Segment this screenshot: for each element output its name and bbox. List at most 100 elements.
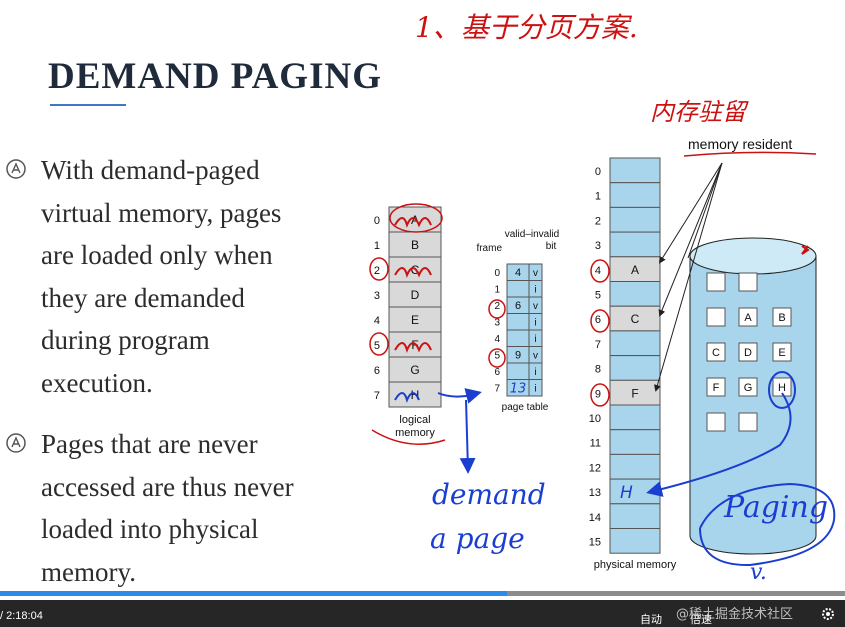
red-scribble bbox=[394, 217, 432, 228]
disk-page-cell bbox=[738, 377, 758, 397]
logical-page-index: 5 bbox=[374, 340, 380, 352]
page-table-frame-cell bbox=[506, 362, 530, 380]
physical-frame-cell bbox=[609, 404, 661, 431]
physical-frame-cell bbox=[609, 231, 661, 258]
slide: DEMAND PAGING With demand-paged virtual … bbox=[6, 11, 836, 593]
disk-page-letter: D bbox=[744, 347, 752, 359]
physical-frame-cell bbox=[609, 355, 661, 381]
physical-frame-index: 9 bbox=[595, 388, 601, 400]
page-table-bit: i bbox=[534, 318, 536, 329]
physical-frame-cell bbox=[609, 503, 661, 529]
physical-frame-cell bbox=[609, 379, 661, 406]
physical-frame-index: 3 bbox=[595, 240, 601, 252]
physical-frame-index: 1 bbox=[595, 191, 601, 203]
physical-frame-cell bbox=[609, 528, 661, 554]
physical-frame-cell bbox=[609, 453, 661, 480]
bullet-line: With demand-paged bbox=[41, 155, 260, 185]
page-table-index: 0 bbox=[494, 268, 500, 279]
disk-page-letter: E bbox=[778, 347, 785, 359]
physical-frame-index: 5 bbox=[595, 290, 601, 302]
physical-frame-index: 14 bbox=[589, 512, 601, 524]
physical-frame-index: 7 bbox=[595, 339, 601, 351]
logical-page-index: 4 bbox=[374, 315, 380, 327]
blue-scribble bbox=[394, 392, 420, 403]
page-table-label: page table bbox=[502, 402, 549, 413]
disk-page-cell bbox=[738, 412, 758, 432]
logical-page-cell bbox=[388, 306, 442, 333]
disk-page-cell bbox=[738, 272, 758, 292]
note-resident: 内存驻留 bbox=[650, 98, 746, 126]
bullet-line: memory. bbox=[41, 556, 136, 587]
speed-button[interactable]: 倍速 bbox=[690, 613, 712, 626]
time-display: / 2:18:04 bbox=[0, 610, 43, 622]
note-demand: demand bbox=[432, 478, 546, 511]
physical-frame-cell bbox=[609, 281, 661, 307]
bullet-line: virtual memory, pages bbox=[41, 197, 282, 228]
note-v: v. bbox=[750, 560, 767, 585]
logical-page-letter: E bbox=[411, 313, 419, 327]
physical-frame-index: 15 bbox=[589, 537, 601, 549]
page-table-index: 1 bbox=[494, 285, 500, 296]
logical-page-cell bbox=[388, 281, 442, 308]
disk-page-letter: A bbox=[744, 312, 752, 324]
red-scribble bbox=[394, 342, 432, 353]
disk-page-cell bbox=[738, 342, 758, 362]
page-table-valid-header: bit bbox=[546, 241, 557, 252]
page-table-index: 2 bbox=[494, 301, 500, 312]
logical-page-index: 6 bbox=[374, 365, 380, 377]
logical-page-index: 1 bbox=[374, 240, 380, 252]
player-control-bar bbox=[0, 600, 845, 627]
logical-page-index: 0 bbox=[374, 215, 380, 227]
red-underline bbox=[371, 429, 446, 445]
page-table-index: 7 bbox=[494, 384, 500, 395]
note-top: 1、基于分页方案. bbox=[415, 11, 638, 44]
auto-quality-button[interactable]: 自动 bbox=[640, 613, 662, 626]
page-table-frame-cell bbox=[506, 280, 530, 298]
disk-page-letter: F bbox=[713, 382, 720, 394]
physical-frame-index: 8 bbox=[595, 364, 601, 376]
page-table-index: 5 bbox=[494, 351, 500, 362]
page-table-frame: 4 bbox=[515, 267, 521, 279]
disk-page-cell bbox=[772, 342, 792, 362]
physical-frame-letter: C bbox=[631, 312, 640, 326]
logical-page-letter: D bbox=[411, 288, 420, 302]
disk-page-letter: B bbox=[778, 312, 785, 324]
disk-page-letter: G bbox=[744, 382, 753, 394]
bullet-line: loaded into physical bbox=[41, 514, 259, 544]
disk-page-cell bbox=[706, 307, 726, 327]
physical-frame-letter: A bbox=[631, 263, 639, 277]
logical-page-index: 2 bbox=[374, 265, 380, 277]
note-a-page: a page bbox=[430, 522, 525, 555]
page-table-frame-header: frame bbox=[476, 243, 502, 254]
disk-page-cell bbox=[706, 412, 726, 432]
page-table-bit: i bbox=[534, 367, 536, 378]
physical-frame-index: 10 bbox=[589, 413, 601, 425]
logical-memory-label: logical bbox=[399, 414, 430, 426]
bullet-line: Pages that are never bbox=[41, 429, 258, 459]
bullet-line: execution. bbox=[41, 367, 153, 398]
page-table-bit: v bbox=[533, 351, 538, 362]
page-table-frame-cell bbox=[506, 313, 530, 331]
physical-frame-index: 12 bbox=[589, 462, 601, 474]
page-table-bit: v bbox=[533, 268, 538, 279]
logical-page-letter: B bbox=[411, 238, 419, 252]
disk-page-letter: C bbox=[712, 347, 720, 359]
physical-frame-index: 6 bbox=[595, 314, 601, 326]
bullet-line: are loaded only when bbox=[41, 240, 273, 270]
bullet-1-text: With demand-paged virtual memory, pages … bbox=[41, 149, 351, 404]
disk-page-cell bbox=[706, 342, 726, 362]
gear-icon[interactable] bbox=[820, 606, 836, 622]
bullet-2-text: Pages that are never accessed are thus n… bbox=[41, 423, 351, 593]
physical-frame-index: 11 bbox=[590, 438, 601, 450]
bullet-line: during program bbox=[41, 325, 210, 355]
physical-frame-cell bbox=[609, 330, 661, 357]
red-scribble bbox=[394, 267, 432, 278]
page-table-index: 6 bbox=[494, 367, 500, 378]
page-table-valid-header: valid–invalid bbox=[505, 229, 559, 240]
page-table-index: 4 bbox=[494, 334, 500, 345]
handwritten-frame-13: 13 bbox=[510, 382, 527, 397]
